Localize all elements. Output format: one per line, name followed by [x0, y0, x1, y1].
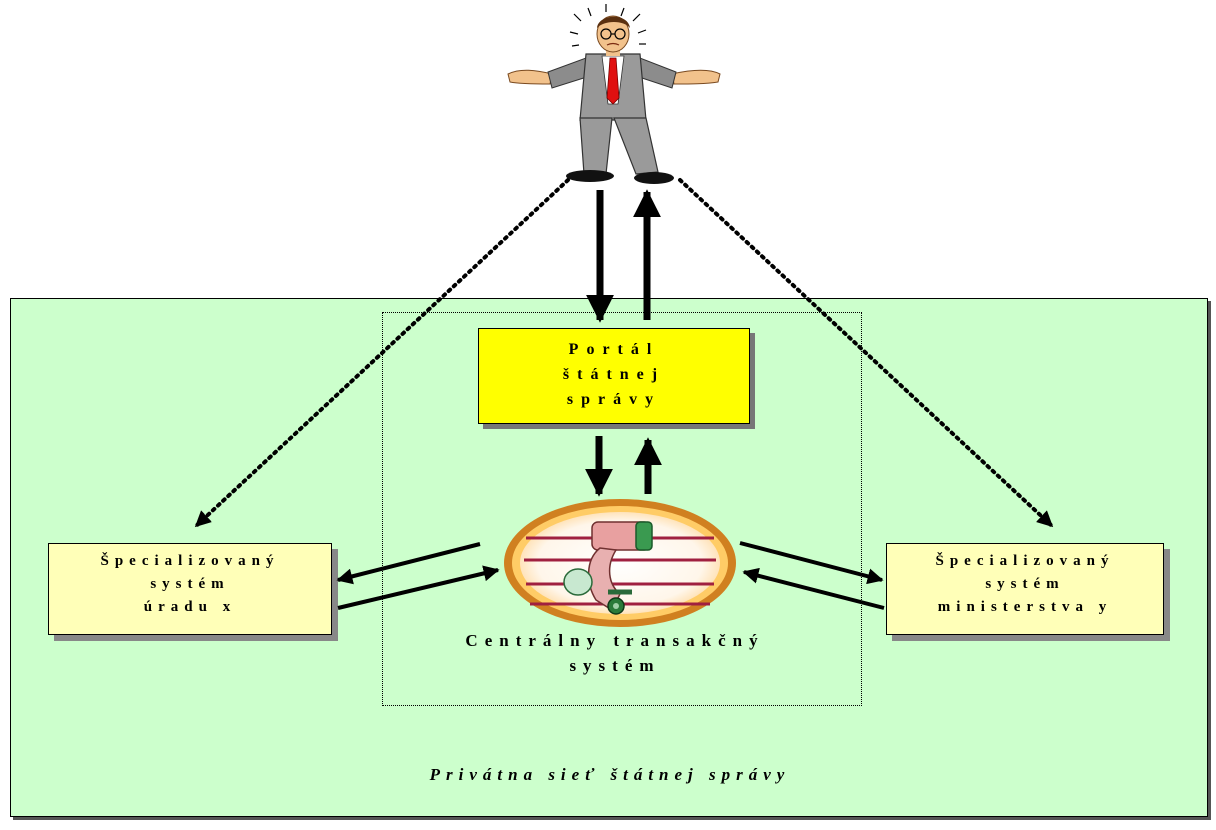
confused-man-icon	[507, 4, 721, 184]
portal-box: Portál štátnej správy	[478, 328, 750, 424]
portal-line-2: štátnej	[562, 366, 666, 383]
network-label: Privátna sieť štátnej správy	[429, 765, 791, 784]
arrow-office-to-central	[337, 565, 500, 610]
portal-line-3: správy	[566, 391, 662, 408]
ministry-system-box: Špecializovaný systém ministerstva y	[886, 543, 1164, 635]
dotted-arrow-right	[678, 178, 1054, 528]
portal-line-1: Portál	[568, 341, 660, 358]
ministry-system-line-2: systém	[985, 576, 1065, 592]
core-services-frame	[382, 312, 862, 706]
ministry-system-line-3: ministerstva y	[937, 599, 1113, 615]
arrow-ministry-to-central	[742, 567, 885, 610]
central-system-line-1: Centrálny transakčný	[465, 631, 765, 650]
office-system-line-1: Špecializovaný	[100, 553, 280, 569]
office-system-line-3: úradu x	[143, 599, 237, 615]
arrow-central-to-ministry	[739, 541, 884, 585]
arrow-central-to-office	[336, 542, 481, 585]
dotted-arrow-left	[194, 178, 570, 528]
office-system-line-2: systém	[150, 576, 230, 592]
office-system-box: Špecializovaný systém úradu x	[48, 543, 332, 635]
central-system-label: Centrálny transakčný systém	[400, 628, 830, 678]
ministry-system-line-1: Špecializovaný	[935, 553, 1115, 569]
machine-pulley-icon	[504, 499, 736, 627]
central-system-line-2: systém	[569, 656, 661, 675]
